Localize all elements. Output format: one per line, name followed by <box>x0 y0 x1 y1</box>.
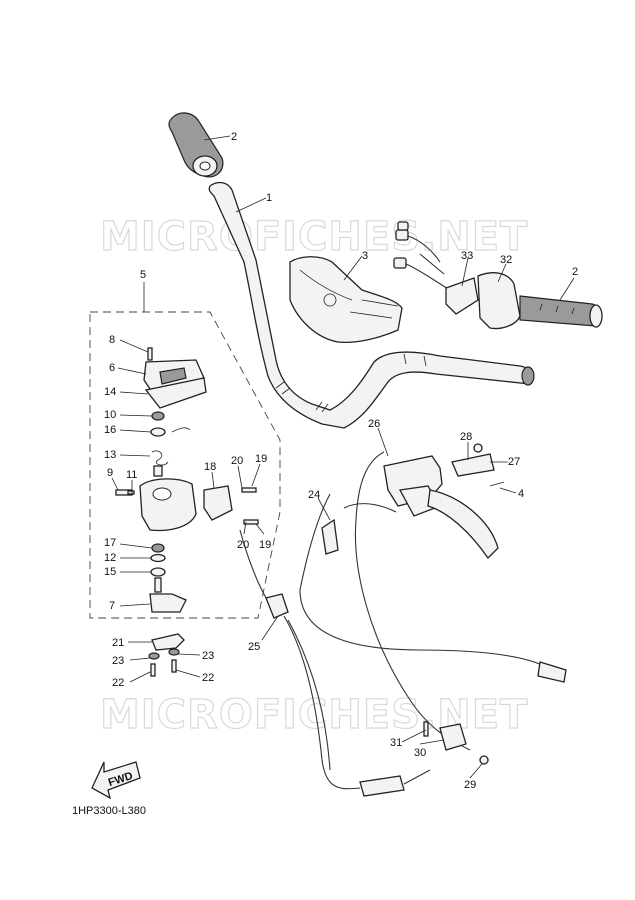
callout-28: 28 <box>460 431 472 443</box>
callout-2-left-grip: 2 <box>231 131 237 143</box>
callout-23-left: 23 <box>112 655 124 667</box>
callout-26: 26 <box>368 418 380 430</box>
callout-13: 13 <box>104 449 116 461</box>
callout-20-top: 20 <box>231 455 243 467</box>
callout-15: 15 <box>104 566 116 578</box>
callout-9: 9 <box>107 467 113 479</box>
watermark-bottom: MICROFICHES.NET <box>100 692 528 738</box>
callout-20-bottom: 20 <box>237 539 249 551</box>
callout-31: 31 <box>390 737 402 749</box>
callout-3-cover: 3 <box>362 250 368 262</box>
callout-2-right-grip: 2 <box>572 266 578 278</box>
callout-11: 11 <box>126 469 137 481</box>
diagram-code: 1HP3300-L380 <box>72 805 146 817</box>
callout-4: 4 <box>518 488 524 500</box>
callout-labels: 2 1 3 33 32 2 5 8 6 14 10 16 13 9 11 18 … <box>104 131 578 791</box>
callout-21: 21 <box>112 637 124 649</box>
callout-24: 24 <box>308 489 320 501</box>
callout-17: 17 <box>104 537 116 549</box>
cables <box>239 451 567 797</box>
callout-14: 14 <box>104 386 116 398</box>
callout-25: 25 <box>248 641 260 653</box>
handlebar-cover <box>289 256 403 344</box>
callout-22-left: 22 <box>112 677 124 689</box>
callout-19-bottom: 19 <box>259 539 271 551</box>
left-switch-parts <box>115 347 259 677</box>
leader-lines <box>111 135 575 779</box>
callout-30: 30 <box>414 747 426 759</box>
callout-32: 32 <box>500 254 512 266</box>
callout-6: 6 <box>109 362 115 374</box>
handlebar <box>208 181 535 429</box>
callout-33: 33 <box>461 250 473 262</box>
callout-5: 5 <box>140 269 146 281</box>
watermark-top: MICROFICHES.NET <box>100 214 528 260</box>
callout-16: 16 <box>104 424 116 436</box>
switch-assembly-boundary <box>89 311 281 619</box>
callout-1-handlebar: 1 <box>266 192 272 204</box>
callout-12: 12 <box>104 552 116 564</box>
callout-18: 18 <box>204 461 216 473</box>
callout-8: 8 <box>109 334 115 346</box>
fwd-arrow-icon: FWD <box>91 761 141 800</box>
callout-10: 10 <box>104 409 116 421</box>
lever-assembly <box>383 443 505 560</box>
callout-23-right: 23 <box>202 650 214 662</box>
right-controls <box>393 221 603 330</box>
callout-22-right: 22 <box>202 672 214 684</box>
callout-19-top: 19 <box>255 453 267 465</box>
callout-29: 29 <box>464 779 476 791</box>
callout-27: 27 <box>508 456 520 468</box>
callout-7: 7 <box>109 600 115 612</box>
left-grip <box>168 112 224 178</box>
